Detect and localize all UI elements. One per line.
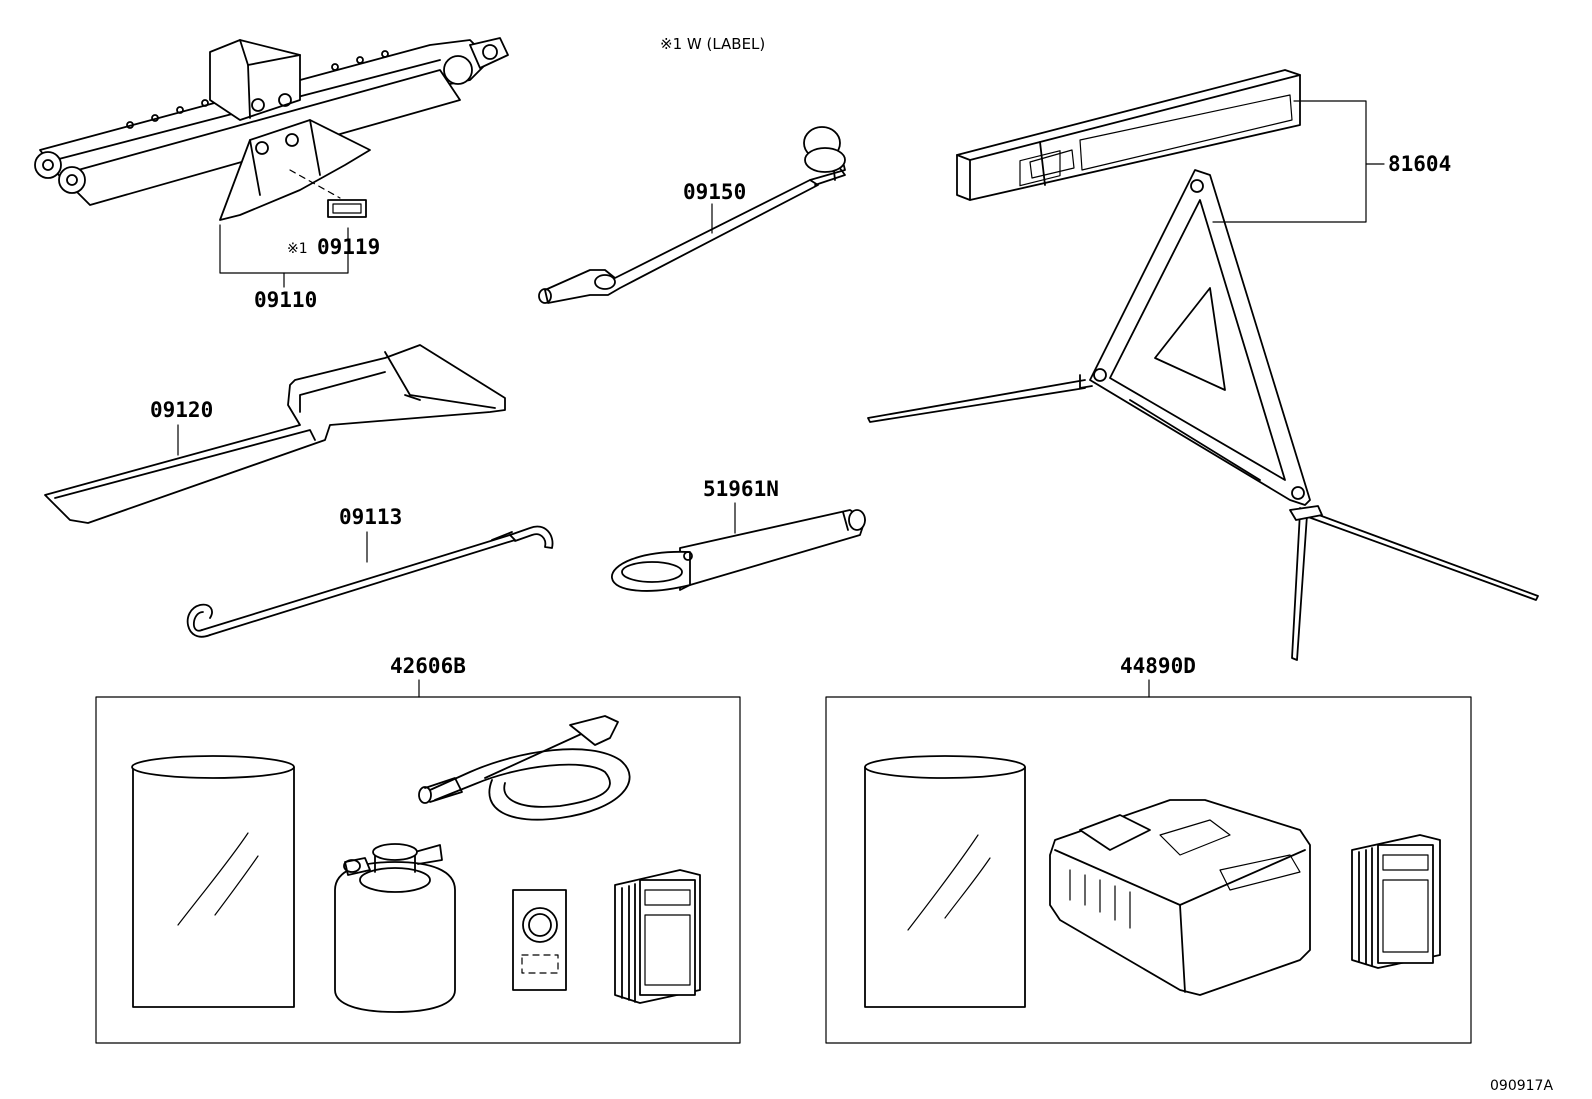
- part-number-09120: 09120: [150, 398, 213, 422]
- kit-a-manual-icon: [614, 869, 701, 1004]
- part-number-42606B: 42606B: [390, 654, 466, 678]
- kit-b-manual-icon: [1351, 834, 1441, 969]
- kit-b-box: [825, 696, 1472, 1044]
- wheel-wrench-illustration: [538, 126, 846, 304]
- part-number-44890D: 44890D: [1120, 654, 1196, 678]
- kit-a-hose-icon: [418, 715, 631, 821]
- kit-a-bag-icon: [131, 755, 295, 1008]
- part-number-81604: 81604: [1388, 152, 1451, 176]
- jack-label-marker: ※1: [287, 241, 308, 257]
- figure-reference: 090917A: [1490, 1078, 1553, 1094]
- label-note: ※1 W (LABEL): [660, 35, 765, 53]
- scissor-jack-illustration: [34, 37, 509, 221]
- kit-a-box: [95, 696, 741, 1044]
- warning-triangle-illustration: [867, 169, 1539, 661]
- warning-triangle-case-illustration: [956, 69, 1301, 201]
- part-number-09150: 09150: [683, 180, 746, 204]
- part-number-09110: 09110: [254, 288, 317, 312]
- part-number-51961N: 51961N: [703, 477, 779, 501]
- part-number-09113: 09113: [339, 505, 402, 529]
- part-number-09119: 09119: [317, 235, 380, 259]
- kit-b-compressor-icon: [1049, 799, 1311, 996]
- triangle-callout-bracket: [1212, 100, 1367, 223]
- jack-handle-illustration: [44, 344, 506, 524]
- socket-tool-illustration: [611, 509, 866, 592]
- handle-rod-illustration: [186, 525, 554, 638]
- kit-b-bag-icon: [864, 755, 1026, 1008]
- kit-a-bottle-icon: [334, 843, 456, 1013]
- kit-a-gauge-card-icon: [512, 889, 567, 991]
